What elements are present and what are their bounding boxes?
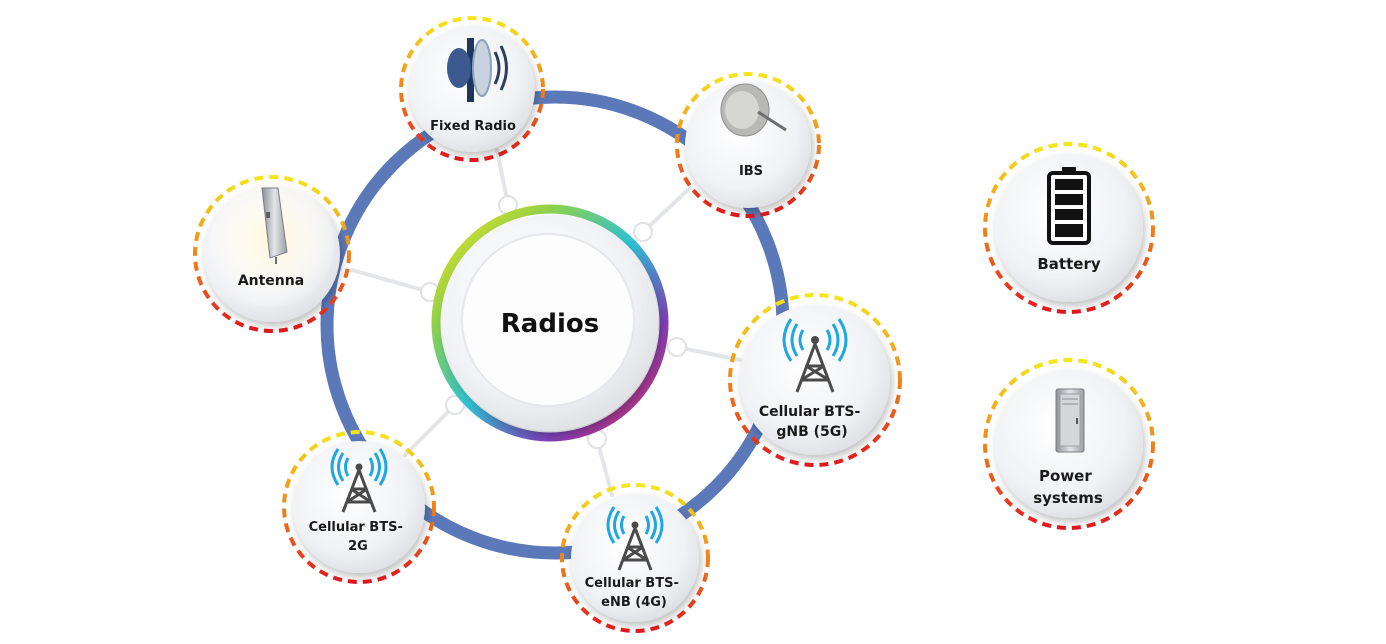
node-ibs-ring bbox=[675, 72, 821, 218]
node-power-systems-ring bbox=[983, 358, 1155, 530]
connector-2g bbox=[403, 403, 457, 457]
center-rainbow-ring bbox=[431, 204, 669, 442]
node-cellular-2g-label-line2: 2G bbox=[348, 539, 368, 554]
node-power-systems-label-line2: systems bbox=[1033, 489, 1103, 507]
node-cellular-4g-label-line1: Cellular BTS- bbox=[585, 576, 679, 591]
node-ibs-label-line: IBS bbox=[739, 164, 763, 179]
node-power-systems-label-line1: Power bbox=[1039, 467, 1092, 485]
node-antenna-label: Antenna bbox=[238, 273, 304, 289]
node-cellular-5g-ring bbox=[728, 293, 902, 467]
center-disc-inner bbox=[461, 233, 635, 407]
node-cellular-4g-ring bbox=[560, 483, 710, 633]
node-cellular-2g-ring bbox=[282, 430, 436, 584]
node-cellular-2g-label-line1: Cellular BTS- bbox=[309, 520, 403, 535]
node-fixed-radio[interactable]: Fixed Radio bbox=[399, 16, 545, 162]
cell-tower-icon bbox=[330, 448, 388, 513]
node-fixed-radio-label-line: Fixed Radio bbox=[430, 119, 516, 134]
node-cellular-4g[interactable]: Cellular BTS- eNB (4G) bbox=[560, 483, 710, 633]
center-hub[interactable]: Radios bbox=[431, 204, 669, 442]
node-cellular-5g-label: Cellular BTS- gNB (5G) bbox=[759, 404, 865, 440]
panel-antenna-icon bbox=[261, 187, 288, 264]
node-antenna[interactable]: Antenna bbox=[193, 175, 351, 333]
node-antenna-label-line: Antenna bbox=[238, 273, 304, 289]
node-ibs-disc bbox=[685, 82, 811, 208]
node-cellular-2g-disc bbox=[293, 441, 425, 573]
node-battery-ring bbox=[983, 142, 1155, 314]
node-fixed-radio-ring bbox=[399, 16, 545, 162]
cell-tower-icon bbox=[782, 318, 848, 393]
junction-dot bbox=[445, 395, 465, 415]
node-cellular-5g-label-line2: gNB (5G) bbox=[776, 424, 847, 440]
node-battery-label-line: Battery bbox=[1037, 255, 1100, 273]
junction-dot bbox=[667, 337, 687, 357]
node-power-systems[interactable]: Power systems bbox=[983, 358, 1155, 530]
fixed-radio-icon bbox=[447, 38, 508, 102]
dish-antenna-icon bbox=[720, 83, 787, 137]
node-cellular-4g-disc bbox=[571, 494, 699, 622]
node-power-systems-label: Power systems bbox=[1033, 467, 1103, 507]
node-cellular-5g[interactable]: Cellular BTS- gNB (5G) bbox=[728, 293, 902, 467]
junction-dots bbox=[420, 195, 687, 449]
node-cellular-2g-label: Cellular BTS- 2G bbox=[309, 520, 408, 554]
node-cellular-4g-label-line2: eNB (4G) bbox=[601, 595, 667, 610]
connector-ibs bbox=[641, 186, 692, 234]
node-battery-label: Battery bbox=[1037, 255, 1100, 273]
connector-antenna bbox=[350, 268, 432, 294]
node-fixed-radio-label: Fixed Radio bbox=[430, 119, 516, 134]
node-ibs-label: IBS bbox=[739, 164, 763, 179]
node-ibs[interactable]: IBS bbox=[675, 72, 821, 218]
power-cabinet-icon bbox=[1055, 388, 1085, 453]
battery-icon bbox=[1047, 167, 1091, 245]
node-antenna-ring bbox=[193, 175, 351, 333]
node-cellular-5g-label-line1: Cellular BTS- bbox=[759, 404, 861, 420]
center-label: Radios bbox=[501, 309, 599, 339]
cell-tower-icon bbox=[606, 506, 664, 571]
connector-5g bbox=[675, 345, 742, 362]
junction-dot bbox=[633, 222, 653, 242]
node-cellular-4g-label: Cellular BTS- eNB (4G) bbox=[585, 576, 684, 610]
node-cellular-2g[interactable]: Cellular BTS- 2G bbox=[282, 430, 436, 584]
node-battery[interactable]: Battery bbox=[983, 142, 1155, 314]
